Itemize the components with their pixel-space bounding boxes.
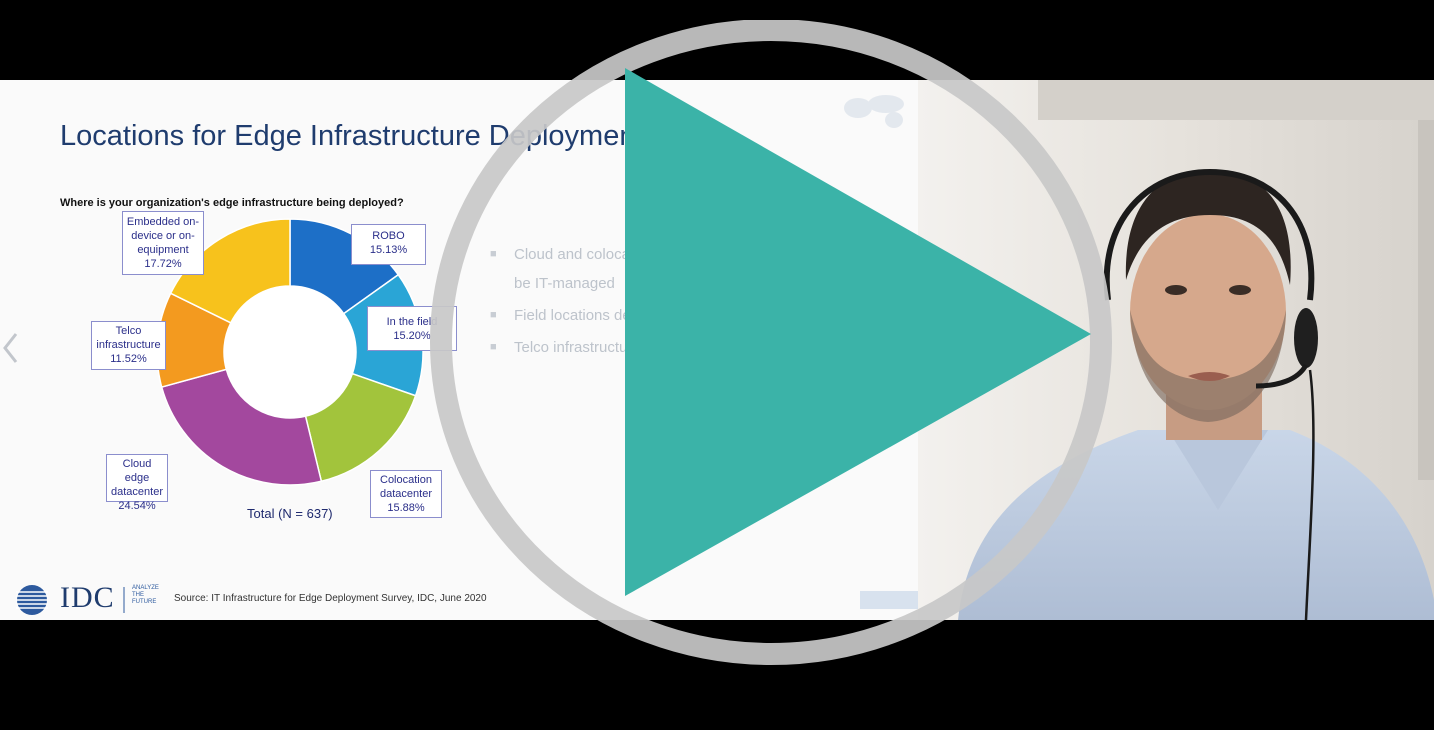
callout-colo-label-2: datacenter [380, 488, 432, 500]
callout-colocation: Colocation datacenter 15.88% [370, 470, 442, 518]
callout-telco-label-2: infrastructure [96, 339, 161, 351]
play-icon [625, 68, 1091, 596]
callout-cloud-label-1: Cloud edge [122, 458, 152, 484]
survey-question: Where is your organization's edge infras… [60, 197, 404, 209]
callout-cloud-edge: Cloud edge datacenter 24.54% [106, 454, 168, 512]
chevron-left-icon [3, 333, 18, 363]
chart-total-label: Total (N = 637) [247, 506, 333, 521]
callout-colo-label-1: Colocation [380, 474, 432, 486]
donut-hole [224, 286, 356, 418]
tagline-line: FUTURE [132, 599, 157, 605]
callout-embedded-label-1: Embedded on- [126, 216, 200, 228]
callout-robo: ROBO 15.13% [351, 224, 426, 265]
tagline-line: THE [132, 592, 144, 598]
callout-embedded-value: 17.72% [144, 258, 182, 270]
letterbox-bottom [0, 620, 1434, 730]
slide-page-box [860, 591, 918, 609]
callout-embedded-label-2: device or on- [131, 230, 195, 242]
callout-robo-label: ROBO [372, 230, 405, 242]
callout-embedded-label-3: equipment [137, 244, 189, 256]
callout-telco-value: 11.52% [110, 353, 147, 365]
callout-embedded: Embedded on- device or on- equipment 17.… [122, 211, 204, 275]
slide-prev-arrow[interactable] [0, 328, 22, 368]
webcam-feed [918, 80, 1434, 620]
callout-telco: Telco infrastructure 11.52% [91, 321, 166, 370]
source-note: Source: IT Infrastructure for Edge Deplo… [174, 593, 487, 604]
play-button[interactable] [429, 20, 1113, 665]
play-ring [430, 20, 1112, 665]
callout-cloud-value: 24.54% [118, 500, 156, 512]
idc-logo [16, 585, 125, 615]
idc-tagline: ANALYZE THE FUTURE [132, 585, 159, 606]
world-map-icon [844, 95, 904, 128]
idc-logo-text: IDC [60, 581, 115, 614]
callout-robo-value: 15.13% [369, 244, 408, 256]
callout-field-label: In the field [386, 316, 438, 328]
tagline-line: ANALYZE [132, 585, 159, 591]
callout-cloud-label-2: datacenter [111, 486, 163, 498]
callout-telco-label-1: Telco [115, 325, 142, 337]
callout-field-value: 15.20% [393, 330, 431, 342]
callout-colo-value: 15.88% [387, 502, 425, 514]
